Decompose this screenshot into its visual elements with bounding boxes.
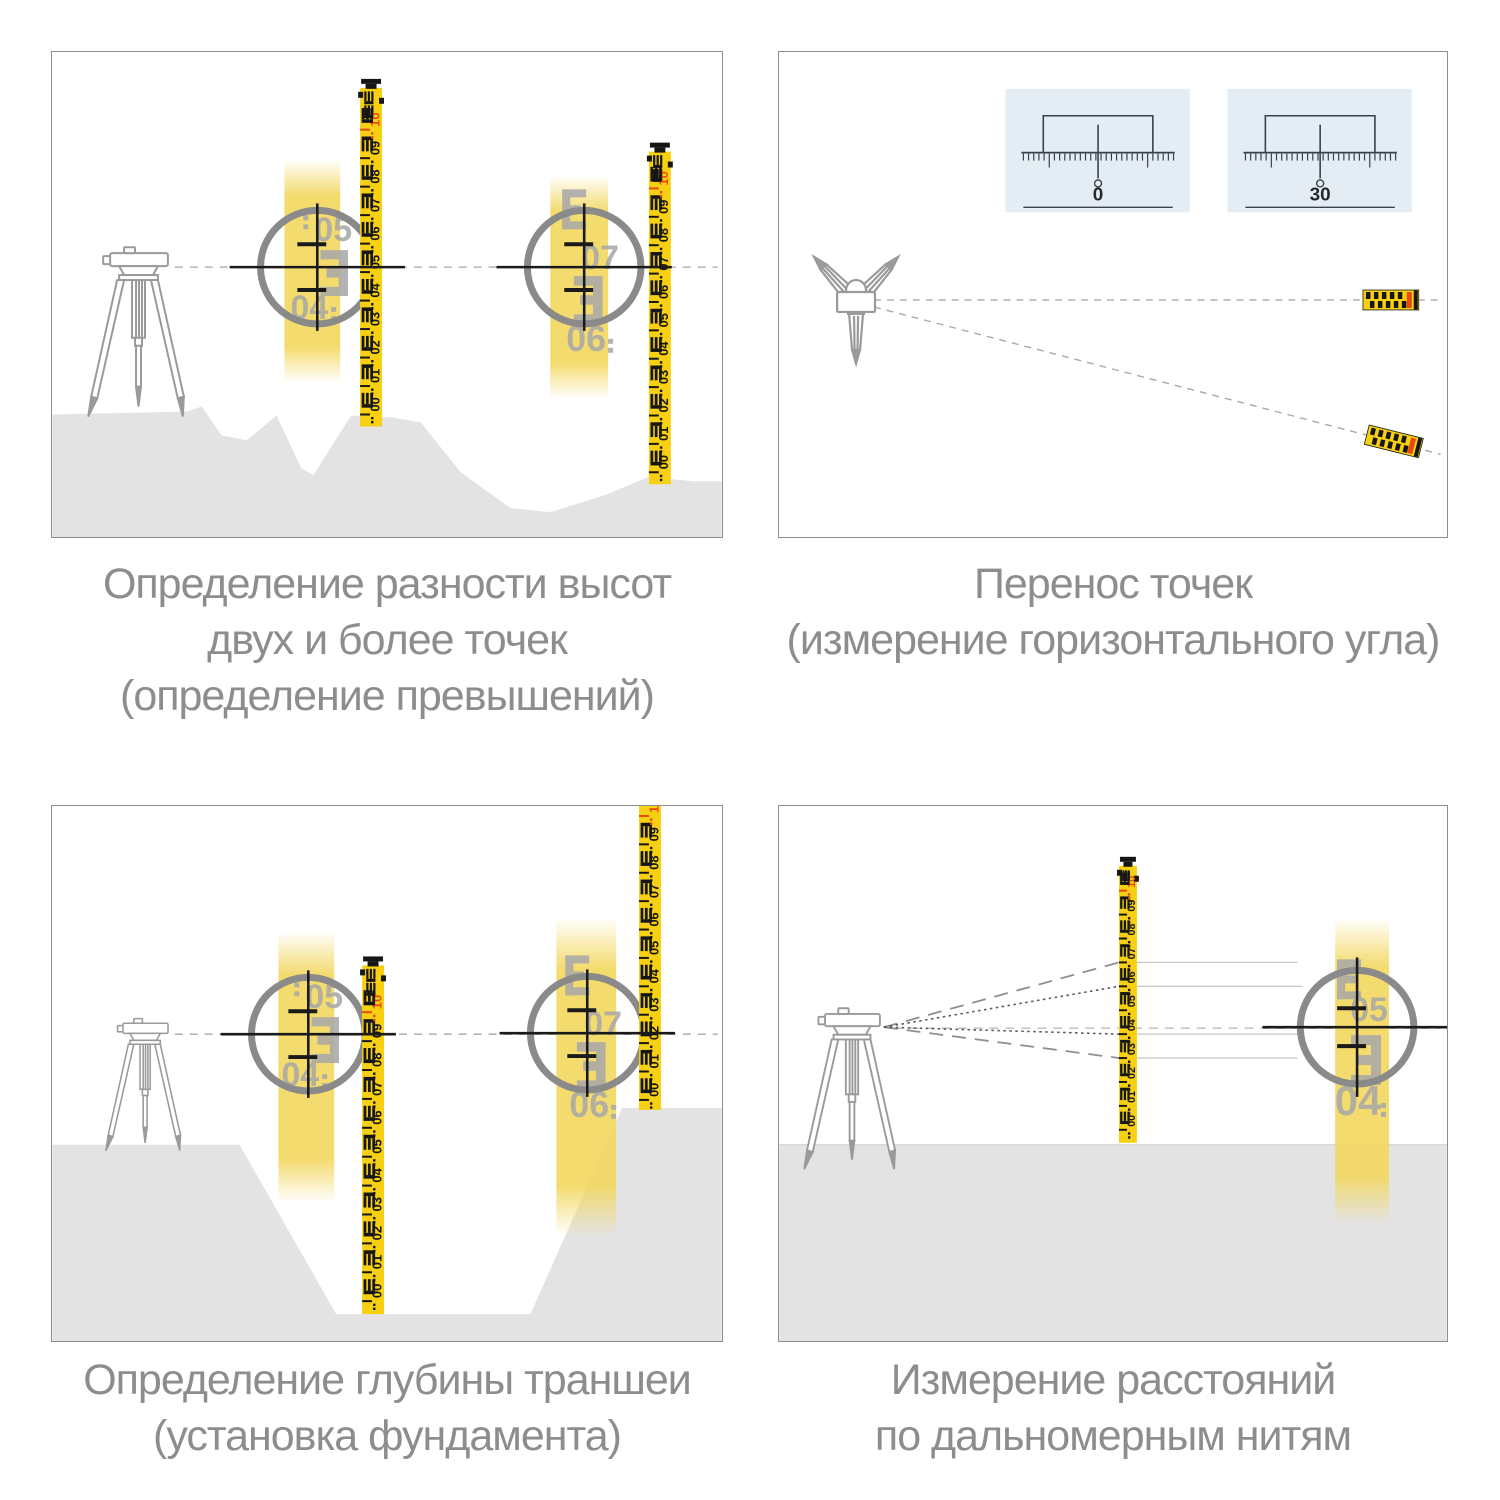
svg-text:03: 03 <box>656 370 671 384</box>
panel-point-transfer: 0 30 <box>778 51 1448 538</box>
sight-line <box>873 299 1441 456</box>
svg-text:04: 04 <box>367 282 382 297</box>
svg-text:09: 09 <box>369 1024 384 1038</box>
terrain <box>52 406 722 537</box>
svg-text:03: 03 <box>1126 1043 1138 1055</box>
svg-text:05: 05 <box>1126 995 1138 1007</box>
svg-text:00: 00 <box>1126 1115 1138 1127</box>
svg-text:03: 03 <box>646 998 661 1012</box>
scope-crosshair <box>1262 957 1447 1097</box>
svg-text:03: 03 <box>367 312 382 326</box>
svg-text:01: 01 <box>1126 1091 1138 1103</box>
caption-trench-depth: Определение глубины траншеи (установка ф… <box>83 1356 692 1460</box>
angle-scale-readout: 0 <box>1005 88 1190 213</box>
svg-text:01: 01 <box>656 427 671 441</box>
optical-level-tripod <box>105 1017 182 1152</box>
leveling-staff: 00 01 02 03 04 05 06 07 08 09 10 <box>1116 856 1139 1143</box>
scope-crosshair <box>220 970 396 1098</box>
terrain <box>52 1107 722 1341</box>
angle-scale-readout: 30 <box>1227 88 1412 213</box>
svg-text:05: 05 <box>369 1139 384 1153</box>
svg-text:07: 07 <box>367 198 382 212</box>
svg-text:10: 10 <box>646 806 661 813</box>
optical-level-tripod <box>87 246 186 417</box>
svg-text:02: 02 <box>1126 1067 1138 1079</box>
svg-text:01: 01 <box>646 1054 661 1068</box>
scope-crosshair <box>499 969 675 1097</box>
svg-text:09: 09 <box>1126 900 1138 912</box>
stadia-sight-lines <box>883 961 1303 1059</box>
svg-text:08: 08 <box>1126 924 1138 936</box>
svg-text:04: 04 <box>1126 1019 1138 1031</box>
point-transfer-illustration: 0 30 <box>811 88 1441 459</box>
svg-text:06: 06 <box>1126 971 1138 983</box>
svg-text:09: 09 <box>646 827 661 841</box>
caption-point-transfer: Перенос точек (измерение горизонтального… <box>786 560 1441 664</box>
staff-target <box>1362 289 1420 311</box>
svg-text:09: 09 <box>656 200 671 214</box>
svg-text:07: 07 <box>369 1081 384 1095</box>
height-difference-illustration: 0504070600010203040506070809100001020304… <box>52 78 722 537</box>
svg-text:04: 04 <box>369 1167 384 1182</box>
caption-distance-measurement: Измерение расстояний по дальномерным нит… <box>874 1356 1352 1460</box>
svg-text:07: 07 <box>1126 947 1138 959</box>
svg-text:03: 03 <box>369 1197 384 1211</box>
scope-crosshair <box>496 203 672 331</box>
svg-text:05: 05 <box>646 941 661 955</box>
angle-scale-value: 30 <box>1310 184 1331 205</box>
svg-text:04: 04 <box>656 341 671 356</box>
caption-height-difference: Определение разности высот двух и более … <box>102 560 672 720</box>
svg-text:01: 01 <box>369 1255 384 1269</box>
optical-level-tripod <box>803 1007 897 1170</box>
svg-text:04: 04 <box>646 968 661 983</box>
svg-text:10: 10 <box>1126 876 1138 888</box>
angle-scale-value: 0 <box>1093 184 1104 205</box>
staff-target <box>1363 424 1424 459</box>
svg-text:07: 07 <box>646 884 661 898</box>
trench-depth-illustration: 0504070600010203040506070809100001020304… <box>52 806 722 1341</box>
scope-crosshair <box>229 203 405 331</box>
svg-text:07: 07 <box>656 256 671 270</box>
svg-text:01: 01 <box>367 369 382 383</box>
tripod-top-view <box>811 253 901 368</box>
svg-text:05: 05 <box>656 313 671 327</box>
svg-text:09: 09 <box>367 141 382 155</box>
